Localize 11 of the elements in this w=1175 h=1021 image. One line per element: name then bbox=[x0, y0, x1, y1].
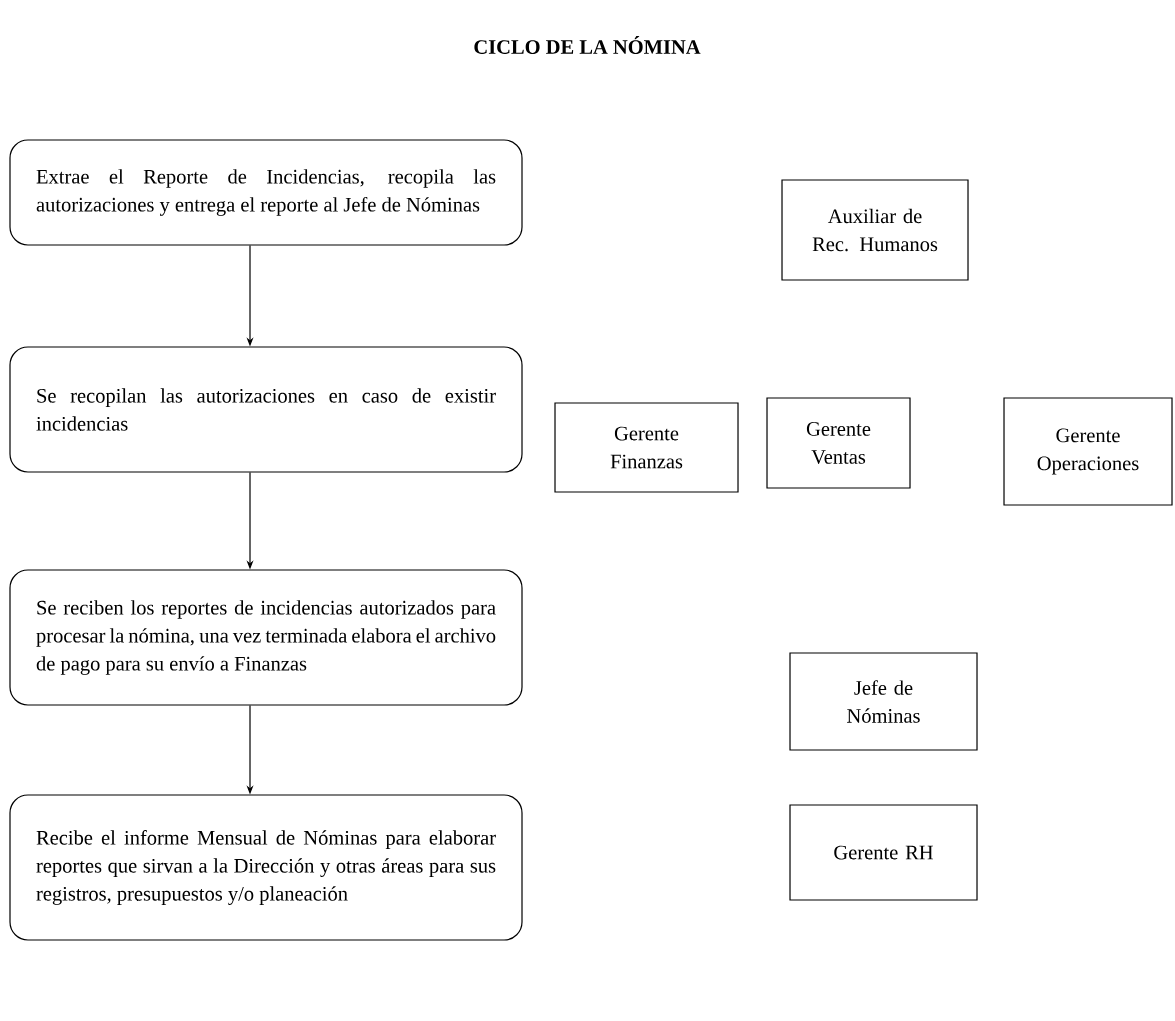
role-box: Jefe de Nóminas bbox=[789, 652, 978, 751]
role-box: Gerente Ventas bbox=[766, 397, 911, 489]
process-box: Recibe el informe Mensual de Nóminas para elaborar reportes que sirvan a la Dirección y otras áreas para sus registros, presupuestos y/o planeación bbox=[9, 794, 523, 941]
role-box: Gerente Operaciones bbox=[1003, 397, 1173, 506]
role-box: Gerente Finanzas bbox=[554, 402, 739, 493]
process-box: Se recopilan las autorizaciones en caso de existir incidencias bbox=[9, 346, 523, 473]
role-box: Auxiliar de Rec. Humanos bbox=[781, 179, 969, 281]
role-box: Gerente RH bbox=[789, 804, 978, 901]
process-box: Se reciben los reportes de incidencias autorizados para procesar la nómina, una vez terminada elabora el archivo de pago para su envío a Finanzas bbox=[9, 569, 523, 706]
title: CICLO DE LA NÓMINA bbox=[474, 36, 701, 54]
process-box: Extrae el Reporte de Incidencias, recopila las autorizaciones y entrega el reporte al Jefe de Nóminas bbox=[9, 139, 523, 246]
